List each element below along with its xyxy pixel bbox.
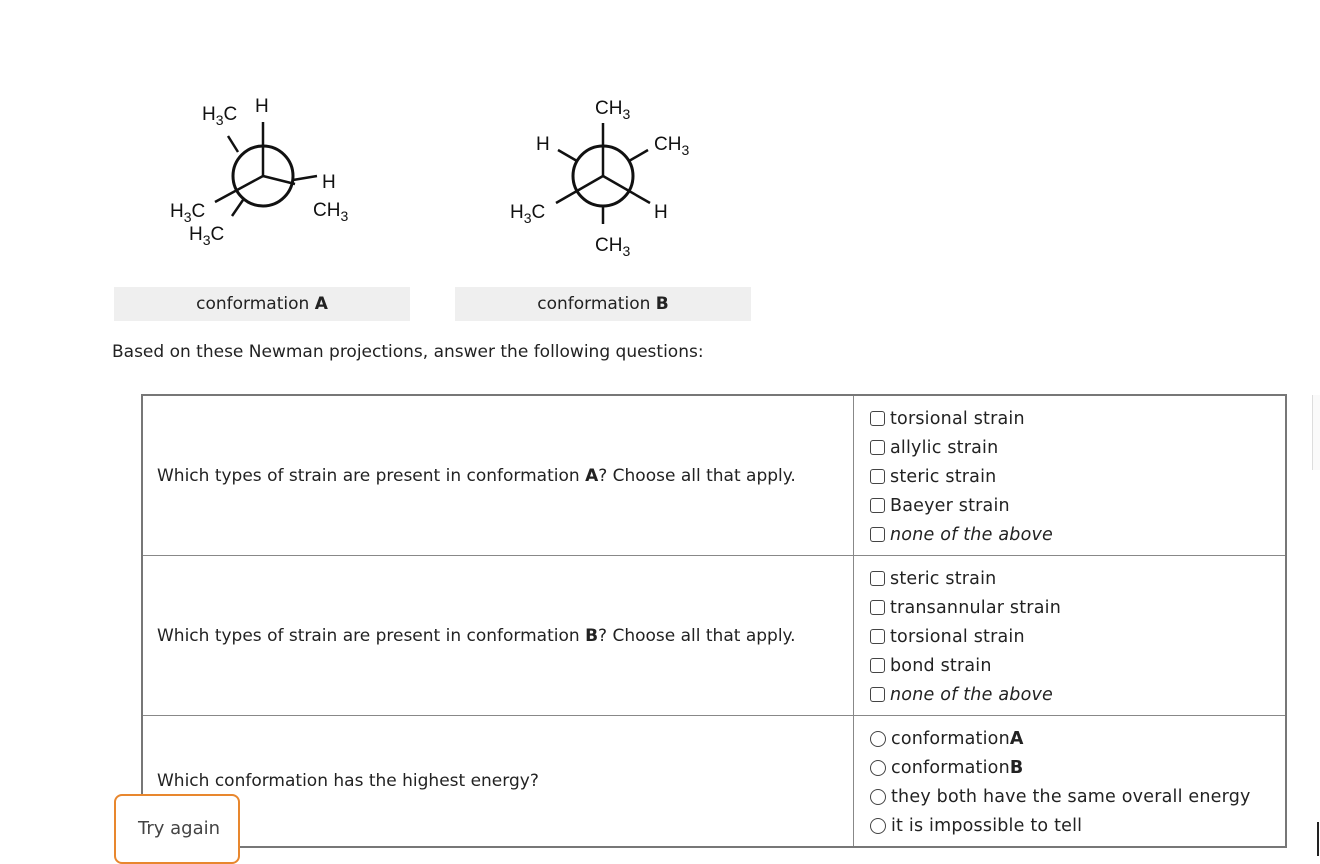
b-bottom-label: CH3 xyxy=(595,235,630,259)
radio-button[interactable] xyxy=(870,788,886,805)
newman-a-svg: H3C H H CH3 H3C H3C xyxy=(170,96,348,248)
questions-table: Which types of strain are present in con… xyxy=(141,394,1287,848)
checkbox[interactable] xyxy=(870,629,885,644)
b-lower-right-label: H xyxy=(654,202,668,223)
radio-button[interactable] xyxy=(870,759,886,776)
question-1-text: Which types of strain are present in con… xyxy=(141,394,854,556)
b-top-label: CH3 xyxy=(595,98,630,122)
q3-option-conformation-a[interactable]: conformation A xyxy=(870,724,1285,753)
a-left-upper-label: H3C xyxy=(170,201,205,225)
checkbox[interactable] xyxy=(870,527,885,542)
conformation-a-label: conformation A xyxy=(114,287,410,321)
checkbox[interactable] xyxy=(870,498,885,513)
q1-option-baeyer-strain[interactable]: Baeyer strain xyxy=(870,491,1285,520)
question-row-2: Which types of strain are present in con… xyxy=(141,555,1287,716)
question-2-options: steric strain transannular strain torsio… xyxy=(853,555,1287,716)
q3-option-conformation-b[interactable]: conformation B xyxy=(870,753,1285,782)
question-row-1: Which types of strain are present in con… xyxy=(141,394,1287,556)
b-upper-right-label: CH3 xyxy=(654,134,689,158)
q2-option-bond-strain[interactable]: bond strain xyxy=(870,651,1285,680)
a-right-lower-label: CH3 xyxy=(313,200,348,224)
conformation-b-label: conformation B xyxy=(455,287,751,321)
q1-option-steric-strain[interactable]: steric strain xyxy=(870,462,1285,491)
a-top-right-label: H xyxy=(255,96,269,117)
checkbox[interactable] xyxy=(870,687,885,702)
b-upper-left-label: H xyxy=(536,134,550,155)
q3-option-impossible[interactable]: it is impossible to tell xyxy=(870,811,1285,840)
a-top-left-label: H3C xyxy=(202,104,237,128)
radio-button[interactable] xyxy=(870,730,886,747)
checkbox[interactable] xyxy=(870,411,885,426)
question-3-text: Which conformation has the highest energ… xyxy=(141,715,854,848)
checkbox[interactable] xyxy=(870,600,885,615)
q1-option-none[interactable]: none of the above xyxy=(870,520,1285,549)
q2-option-torsional-strain[interactable]: torsional strain xyxy=(870,622,1285,651)
question-3-options: conformation A conformation B they both … xyxy=(853,715,1287,848)
newman-projection-b: CH3 H CH3 H3C H CH3 xyxy=(500,90,720,269)
b-lower-left-label: H3C xyxy=(510,202,545,226)
a-right-upper-label: H xyxy=(322,172,336,193)
newman-projection-a: H3C H H CH3 H3C H3C xyxy=(160,90,380,264)
question-2-text: Which types of strain are present in con… xyxy=(141,555,854,716)
text-cursor xyxy=(1317,822,1319,856)
checkbox[interactable] xyxy=(870,571,885,586)
instructions-text: Based on these Newman projections, answe… xyxy=(112,342,704,362)
q2-option-steric-strain[interactable]: steric strain xyxy=(870,564,1285,593)
checkbox[interactable] xyxy=(870,440,885,455)
a-left-lower-label: H3C xyxy=(189,224,224,248)
q1-option-allylic-strain[interactable]: allylic strain xyxy=(870,433,1285,462)
try-again-button[interactable]: Try again xyxy=(114,794,240,864)
q1-option-torsional-strain[interactable]: torsional strain xyxy=(870,404,1285,433)
question-row-3: Which conformation has the highest energ… xyxy=(141,715,1287,848)
side-panel-tab[interactable] xyxy=(1312,395,1320,470)
q3-option-same-energy[interactable]: they both have the same overall energy xyxy=(870,782,1285,811)
q2-option-none[interactable]: none of the above xyxy=(870,680,1285,709)
checkbox[interactable] xyxy=(870,469,885,484)
question-1-options: torsional strain allylic strain steric s… xyxy=(853,394,1287,556)
newman-b-svg: CH3 H CH3 H3C H CH3 xyxy=(510,98,689,259)
radio-button[interactable] xyxy=(870,817,886,834)
q2-option-transannular-strain[interactable]: transannular strain xyxy=(870,593,1285,622)
checkbox[interactable] xyxy=(870,658,885,673)
